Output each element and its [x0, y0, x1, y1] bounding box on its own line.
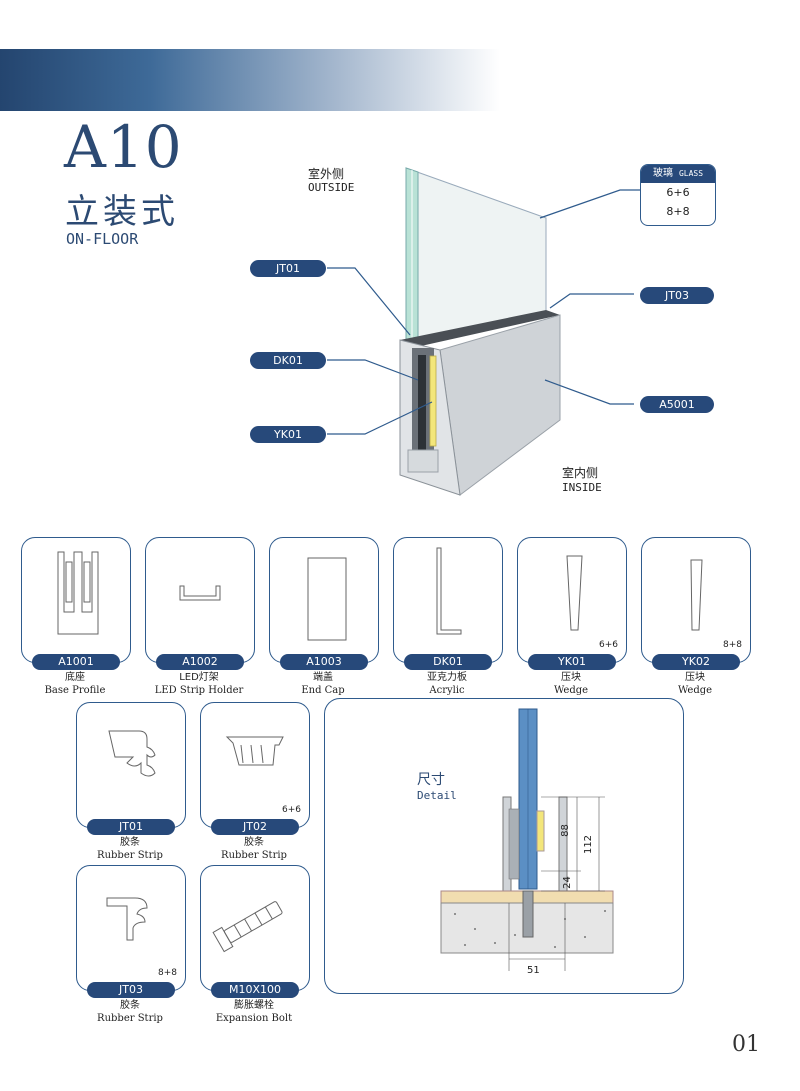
- detail-title-en: Detail: [417, 789, 457, 802]
- led-holder-icon: [179, 585, 221, 601]
- wedge-icon: [566, 555, 583, 631]
- part-card-yk02: 8+8 YK02: [641, 537, 751, 670]
- part-code: JT03: [87, 982, 175, 998]
- part-card-a1003: A1003: [269, 537, 379, 670]
- part-name-cn: 胶条: [120, 837, 140, 848]
- part-code: A1002: [156, 654, 244, 670]
- section-drawing: [440, 708, 614, 971]
- glass-option: 8+8: [666, 205, 690, 218]
- rubber-strip-icon: [108, 730, 156, 777]
- page-number: 01: [732, 1032, 760, 1057]
- glass-spec-header: 玻璃 GLASS: [641, 165, 715, 183]
- assembly-illustration: [240, 150, 720, 510]
- part-card-m10x100: M10X100: [200, 865, 310, 998]
- part-name-cn: 亚克力板: [427, 672, 467, 683]
- part-caption: 膨胀螺栓 Expansion Bolt: [200, 999, 308, 1025]
- part-name-en: Wedge: [677, 685, 713, 696]
- model-title-cn: 立装式: [65, 192, 179, 232]
- part-name-en: Expansion Bolt: [215, 1013, 293, 1024]
- callout-jt03: JT03: [640, 287, 714, 304]
- outside-label-cn: 室外侧: [308, 167, 345, 181]
- detail-title-cn: 尺寸: [417, 772, 445, 788]
- part-name-cn: 压块: [561, 672, 581, 683]
- part-name-en: Base Profile: [44, 685, 106, 696]
- part-name-en: Acrylic: [429, 685, 465, 696]
- dimension-51: 51: [527, 965, 540, 976]
- part-name-cn: 端盖: [313, 672, 333, 683]
- callout-jt01: JT01: [250, 260, 326, 277]
- inside-label-en: INSIDE: [562, 481, 602, 494]
- part-caption: 胶条 Rubber Strip: [200, 836, 308, 862]
- part-name-cn: LED灯架: [179, 672, 219, 683]
- callout-dk01: DK01: [250, 352, 326, 369]
- part-name-en: Rubber Strip: [97, 850, 163, 861]
- part-name-cn: 膨胀螺栓: [234, 1000, 274, 1011]
- part-caption: 亚克力板 Acrylic: [393, 671, 501, 697]
- part-name-en: Rubber Strip: [97, 1013, 163, 1024]
- glass-label-cn: 玻璃: [652, 168, 673, 179]
- detail-panel: 尺寸 Detail 88 112 24 51: [324, 698, 684, 994]
- part-card-yk01: 6+6 YK01: [517, 537, 627, 670]
- part-caption: 底座 Base Profile: [21, 671, 129, 697]
- size-label: 8+8: [723, 640, 742, 650]
- part-caption: 端盖 End Cap: [269, 671, 377, 697]
- end-cap-icon: [307, 557, 347, 641]
- part-caption: 胶条 Rubber Strip: [76, 836, 184, 862]
- size-label: 8+8: [158, 968, 177, 978]
- part-card-jt01: JT01: [76, 702, 186, 835]
- wedge-icon: [690, 559, 703, 631]
- acrylic-icon: [436, 547, 462, 635]
- part-name-en: Wedge: [553, 685, 589, 696]
- part-code: JT02: [211, 819, 299, 835]
- callout-a5001: A5001: [640, 396, 714, 413]
- outside-label-en: OUTSIDE: [308, 181, 355, 194]
- part-caption: 胶条 Rubber Strip: [76, 999, 184, 1025]
- glass-option: 6+6: [666, 186, 690, 199]
- part-code: DK01: [404, 654, 492, 670]
- part-name-en: End Cap: [301, 685, 345, 696]
- part-name-cn: 胶条: [120, 1000, 140, 1011]
- part-code: M10X100: [211, 982, 299, 998]
- part-card-a1002: A1002: [145, 537, 255, 670]
- dimension-112: 112: [583, 834, 595, 855]
- part-card-dk01: DK01: [393, 537, 503, 670]
- inside-label-cn: 室内侧: [562, 466, 599, 480]
- part-name-cn: 胶条: [244, 837, 264, 848]
- expansion-bolt-icon: [212, 901, 283, 953]
- rubber-strip-icon: [106, 897, 148, 941]
- part-code: YK01: [528, 654, 616, 670]
- rubber-strip-icon: [225, 736, 284, 766]
- glass-spec-box: 玻璃 GLASS 6+6 8+8: [640, 164, 716, 226]
- part-code: YK02: [652, 654, 740, 670]
- base-profile-icon: [57, 551, 99, 635]
- part-code: A1003: [280, 654, 368, 670]
- size-label: 6+6: [599, 640, 618, 650]
- part-name-en: LED Strip Holder: [154, 685, 244, 696]
- part-caption: LED灯架 LED Strip Holder: [145, 671, 253, 697]
- dimension-24: 24: [561, 876, 573, 889]
- callout-yk01: YK01: [250, 426, 326, 443]
- size-label: 6+6: [282, 805, 301, 815]
- part-card-jt03: 8+8 JT03: [76, 865, 186, 998]
- part-name-cn: 底座: [65, 672, 85, 683]
- model-title: A10: [64, 113, 183, 181]
- part-name-en: Rubber Strip: [221, 850, 287, 861]
- part-code: A1001: [32, 654, 120, 670]
- dimension-88: 88: [559, 824, 571, 837]
- part-name-cn: 压块: [685, 672, 705, 683]
- part-caption: 压块 Wedge: [641, 671, 749, 697]
- part-card-jt02: 6+6 JT02: [200, 702, 310, 835]
- part-caption: 压块 Wedge: [517, 671, 625, 697]
- part-card-a1001: A1001: [21, 537, 131, 670]
- glass-label-en: GLASS: [678, 169, 704, 178]
- model-title-en: ON-FLOOR: [66, 230, 139, 248]
- header-gradient-bar: [0, 49, 500, 111]
- part-code: JT01: [87, 819, 175, 835]
